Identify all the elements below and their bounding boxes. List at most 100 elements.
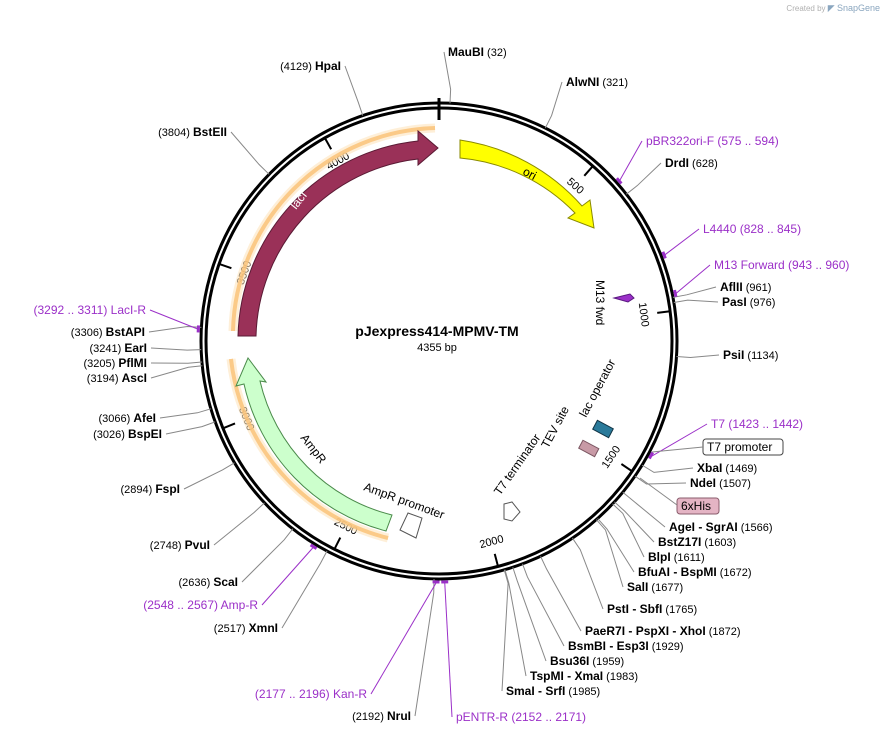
enzyme-label: (3194) AscI — [87, 371, 147, 385]
enzyme-position: (1983) — [603, 671, 638, 683]
enzyme-leader-line — [148, 326, 202, 333]
enzyme-name: SalI — [627, 580, 648, 594]
enzyme-leader-line — [150, 361, 202, 364]
enzyme-name: DrdI — [665, 156, 689, 170]
enzyme-leader-line — [501, 569, 509, 692]
tick-label: 1500 — [600, 444, 624, 471]
enzyme-label: (3205) PflMI — [83, 356, 147, 370]
enzyme-position: (3026) — [93, 429, 128, 441]
enzyme-label: BstZ17I (1603) — [658, 535, 736, 549]
enzyme-position: (3804) — [158, 127, 193, 139]
enzyme-name: Bsu36I — [550, 654, 589, 668]
primer-binding-mark — [661, 251, 667, 259]
enzyme-leader-line — [540, 556, 582, 632]
enzyme-leader-line — [522, 563, 565, 647]
enzyme-leader-line — [344, 65, 364, 116]
enzyme-leader-line — [595, 519, 624, 588]
enzyme-position: (1507) — [716, 478, 751, 490]
his-tag-box-bg — [676, 497, 720, 515]
enzyme-name: AlwNI — [566, 75, 599, 89]
enzyme-leader-line — [281, 550, 328, 629]
enzyme-label: (2192) NruI — [352, 709, 411, 723]
enzyme-position: (1469) — [722, 463, 757, 475]
enzyme-name: BstZ17I — [658, 535, 701, 549]
lac-operator-feature — [592, 419, 614, 439]
enzyme-name: PaeR7I - PspXI - XhoI — [585, 624, 706, 638]
primer-label: T7 (1423 .. 1442) — [711, 417, 803, 431]
snapgene-logo: ◤ — [827, 3, 835, 13]
enzyme-label: BsmBI - Esp3I (1929) — [568, 639, 684, 653]
enzyme-label: (3804) BstEII — [158, 125, 227, 139]
enzyme-position: (3306) — [71, 327, 106, 339]
enzyme-label: SalI (1677) — [627, 580, 683, 594]
enzyme-leader-line — [572, 537, 604, 610]
enzyme-label: NdeI (1507) — [690, 476, 751, 490]
t7-promoter-box-label: T7 promoter — [707, 440, 772, 454]
enzyme-leader-line — [165, 421, 216, 435]
enzyme-name: PstI - SbfI — [607, 602, 662, 616]
tick-mark — [323, 137, 333, 150]
tick-mark — [620, 463, 633, 473]
enzyme-label: MauBI (32) — [448, 45, 507, 59]
enzyme-position: (1872) — [706, 626, 741, 638]
enzyme-leader-line — [676, 354, 720, 358]
enzyme-position: (2636) — [178, 577, 213, 589]
enzyme-position: (1134) — [744, 350, 778, 362]
enzyme-position: (3066) — [98, 413, 133, 425]
lac-operator-label: lac operator — [576, 357, 618, 420]
plasmid-name: pJexpress414-MPMV-TM — [355, 323, 518, 339]
enzyme-leader-line — [673, 299, 719, 303]
enzyme-name: NruI — [387, 709, 411, 723]
enzyme-label: XbaI (1469) — [697, 461, 757, 475]
enzyme-leader-line — [183, 462, 235, 490]
enzyme-position: (2192) — [352, 711, 387, 723]
enzyme-name: AfeI — [133, 411, 156, 425]
primer-leader-line — [149, 309, 198, 330]
enzyme-position: (321) — [599, 77, 628, 89]
enzyme-label: PsiI (1134) — [723, 348, 778, 362]
enzyme-label: (3306) BstAPI — [71, 325, 145, 339]
ori-feature-label: ori — [521, 164, 539, 183]
enzyme-leader-line — [544, 81, 563, 129]
enzyme-leader-line — [241, 528, 294, 583]
enzyme-label: BlpI (1611) — [648, 550, 705, 564]
orange-segment-top-glow — [228, 123, 436, 332]
enzyme-leader-line — [672, 286, 717, 298]
enzyme-name: HpaI — [315, 59, 341, 73]
enzyme-label: (4129) HpaI — [280, 59, 341, 73]
enzyme-label: (2894) FspI — [120, 482, 180, 496]
enzyme-leader-line — [443, 51, 452, 104]
enzyme-position: (1677) — [648, 582, 683, 594]
enzyme-leader-line — [622, 491, 666, 528]
enzyme-leader-line — [414, 578, 435, 717]
primer-binding-mark — [309, 543, 318, 550]
his-tag-leader — [639, 477, 678, 506]
primer-label: pENTR-R (2152 .. 2171) — [456, 710, 586, 724]
plasmid-length: 4355 bp — [417, 342, 457, 354]
enzyme-label: PasI (976) — [722, 295, 775, 309]
tick-mark — [657, 310, 671, 314]
enzyme-name: XbaI — [697, 461, 722, 475]
backbone-inner — [204, 106, 674, 576]
enzyme-leader-line — [614, 501, 655, 543]
t7-terminator-arrow — [503, 501, 521, 522]
tick-mark — [583, 165, 594, 177]
enzyme-position: (1603) — [701, 537, 736, 549]
primer-layer: pBR322ori-F (575 .. 594)L4440 (828 .. 84… — [33, 134, 849, 724]
enzyme-position: (1929) — [649, 641, 684, 653]
enzyme-name: BstEII — [193, 125, 227, 139]
enzyme-label: (2636) ScaI — [178, 575, 238, 589]
enzyme-position: (3241) — [89, 343, 124, 355]
ampr-promoter-arrow — [399, 512, 423, 539]
enzyme-leader-line — [230, 131, 270, 175]
enzyme-label: Bsu36I (1959) — [550, 654, 624, 668]
enzyme-leader-line — [597, 518, 635, 573]
tick-mark — [218, 262, 232, 270]
ori-feature-arrow — [459, 139, 595, 229]
enzyme-label: (3241) EarI — [89, 341, 147, 355]
enzyme-name: AgeI - SgrAI — [669, 520, 738, 534]
enzyme-name: PvuI — [185, 538, 210, 552]
primer-leader-line — [444, 582, 453, 718]
enzyme-name: BfuAI - BspMI — [638, 565, 717, 579]
